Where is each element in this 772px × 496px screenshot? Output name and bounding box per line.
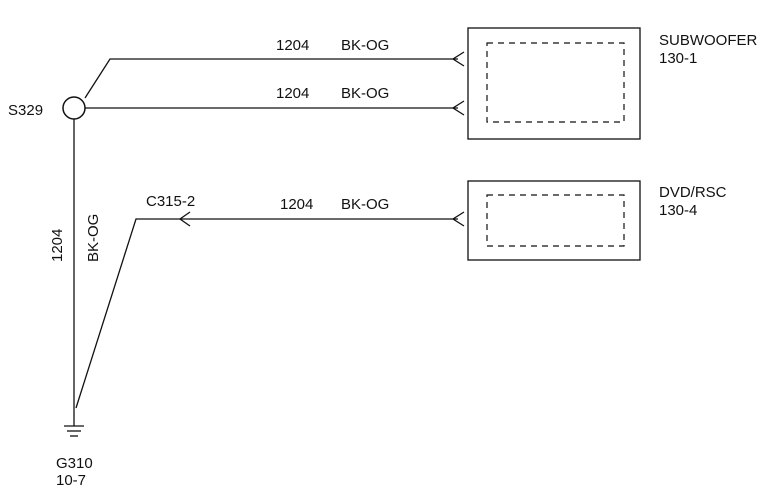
- dvd-rsc-name: DVD/RSC: [659, 184, 727, 201]
- dvd-rsc-pin-icon: [451, 211, 465, 227]
- wire2-circuit: 1204: [276, 85, 309, 102]
- dvd-rsc-inner-outline: [486, 194, 625, 247]
- wire3-circuit: 1204: [49, 229, 66, 262]
- wire2-color: BK-OG: [341, 85, 389, 102]
- subwoofer-pin-lower-icon: [451, 100, 465, 116]
- wire1-color: BK-OG: [341, 37, 389, 54]
- wire4-color: BK-OG: [341, 196, 389, 213]
- subwoofer-pin-upper-icon: [451, 51, 465, 67]
- ground-label: G310: [56, 455, 93, 472]
- wire-dvd-rsc: [75, 218, 458, 409]
- splice-s329: [62, 96, 86, 120]
- dvd-rsc-ref: 130-4: [659, 202, 697, 219]
- ground-ref: 10-7: [56, 472, 86, 489]
- wire-subwoofer-upper: [84, 58, 458, 99]
- splice-label: S329: [8, 102, 43, 119]
- dvd-rsc-component: [467, 180, 641, 261]
- connector-label: C315-2: [146, 193, 195, 210]
- connector-c315-2-icon: [178, 211, 191, 227]
- wire4-circuit: 1204: [280, 196, 313, 213]
- subwoofer-component: [467, 27, 641, 140]
- ground-symbol-icon: [64, 412, 84, 437]
- subwoofer-inner-outline: [486, 42, 625, 123]
- subwoofer-ref: 130-1: [659, 50, 697, 67]
- wire1-circuit: 1204: [276, 37, 309, 54]
- wire3-color: BK-OG: [85, 214, 102, 262]
- subwoofer-name: SUBWOOFER: [659, 32, 758, 49]
